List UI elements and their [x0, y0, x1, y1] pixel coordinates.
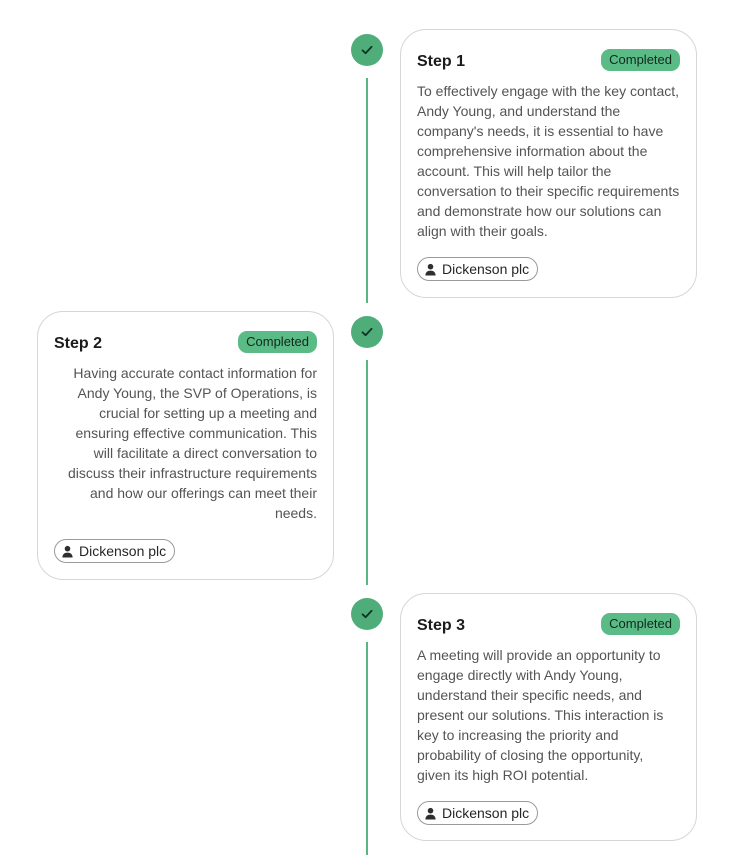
step-description: To effectively engage with the key conta…: [417, 83, 680, 239]
account-chip[interactable]: Dickenson plc: [54, 539, 176, 563]
step-3-card[interactable]: Step 3 Completed A meeting will provide …: [400, 593, 697, 841]
timeline-connector: [366, 360, 368, 585]
step-2-card[interactable]: Step 2 Completed Having accurate contact…: [37, 311, 334, 580]
account-name: Dickenson plc: [442, 261, 530, 277]
check-icon: [361, 609, 373, 619]
user-icon: [425, 263, 436, 276]
timeline-connector: [366, 78, 368, 303]
check-icon: [361, 327, 373, 337]
account-chip[interactable]: Dickenson plc: [417, 257, 539, 281]
step-title: Step 3: [417, 617, 466, 634]
step-3-check-marker: [351, 598, 383, 630]
step-description: A meeting will provide an opportunity to…: [417, 647, 664, 783]
account-chip[interactable]: Dickenson plc: [417, 801, 539, 825]
status-badge: Completed: [601, 613, 680, 635]
timeline-connector: [366, 642, 368, 855]
step-1-card[interactable]: Step 1 Completed To effectively engage w…: [400, 29, 697, 298]
account-name: Dickenson plc: [79, 543, 167, 559]
account-name: Dickenson plc: [442, 805, 530, 821]
step-title: Step 1: [417, 53, 466, 70]
user-icon: [425, 807, 436, 820]
step-title: Step 2: [54, 335, 103, 352]
status-badge: Completed: [601, 49, 680, 71]
user-icon: [62, 545, 73, 558]
step-1-check-marker: [351, 34, 383, 66]
step-description: Having accurate contact information for …: [68, 365, 317, 521]
step-2-check-marker: [351, 316, 383, 348]
status-badge: Completed: [238, 331, 317, 353]
check-icon: [361, 45, 373, 55]
